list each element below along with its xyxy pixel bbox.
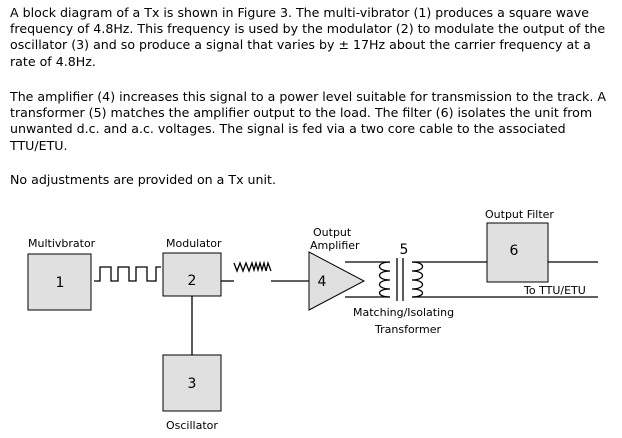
oscillator-label: Oscillator [166,419,218,432]
amplifier-label-line2: Amplifier [310,239,360,252]
amplifier-number: 4 [318,274,327,290]
paragraph-adjustments: No adjustments are provided on a Tx unit… [10,172,276,187]
transformer-secondary-coil [411,261,424,298]
transformer-primary-coil [378,261,391,298]
paragraph-amplifier: The amplifier (4) increases this signal … [10,89,606,153]
multivibrator-block [27,253,92,311]
amplifier-label-line1: Output [313,226,352,239]
square-wave-signal [94,266,161,282]
transformer-label-line1: Matching/Isolating [353,306,454,319]
modulator-label: Modulator [166,237,222,250]
paragraph-intro: A block diagram of a Tx is shown in Figu… [10,5,606,69]
transformer-symbol [378,258,424,301]
amplifier-triangle [308,251,366,311]
multivibrator-number: 1 [56,275,65,291]
transformer-label-line2: Transformer [374,323,441,336]
multivibrator-label: Multivbrator [28,237,96,250]
output-filter-number: 6 [510,243,519,259]
oscillator-block [162,354,222,412]
output-filter-label: Output Filter [485,208,554,221]
modulator-block [162,252,222,297]
output-filter-block [486,222,549,283]
oscillator-number: 3 [188,376,197,392]
modulator-number: 2 [188,273,197,289]
output-destination-label: To TTU/ETU [523,284,586,297]
modulated-signal-wave [233,260,272,273]
transformer-number: 5 [400,242,409,258]
